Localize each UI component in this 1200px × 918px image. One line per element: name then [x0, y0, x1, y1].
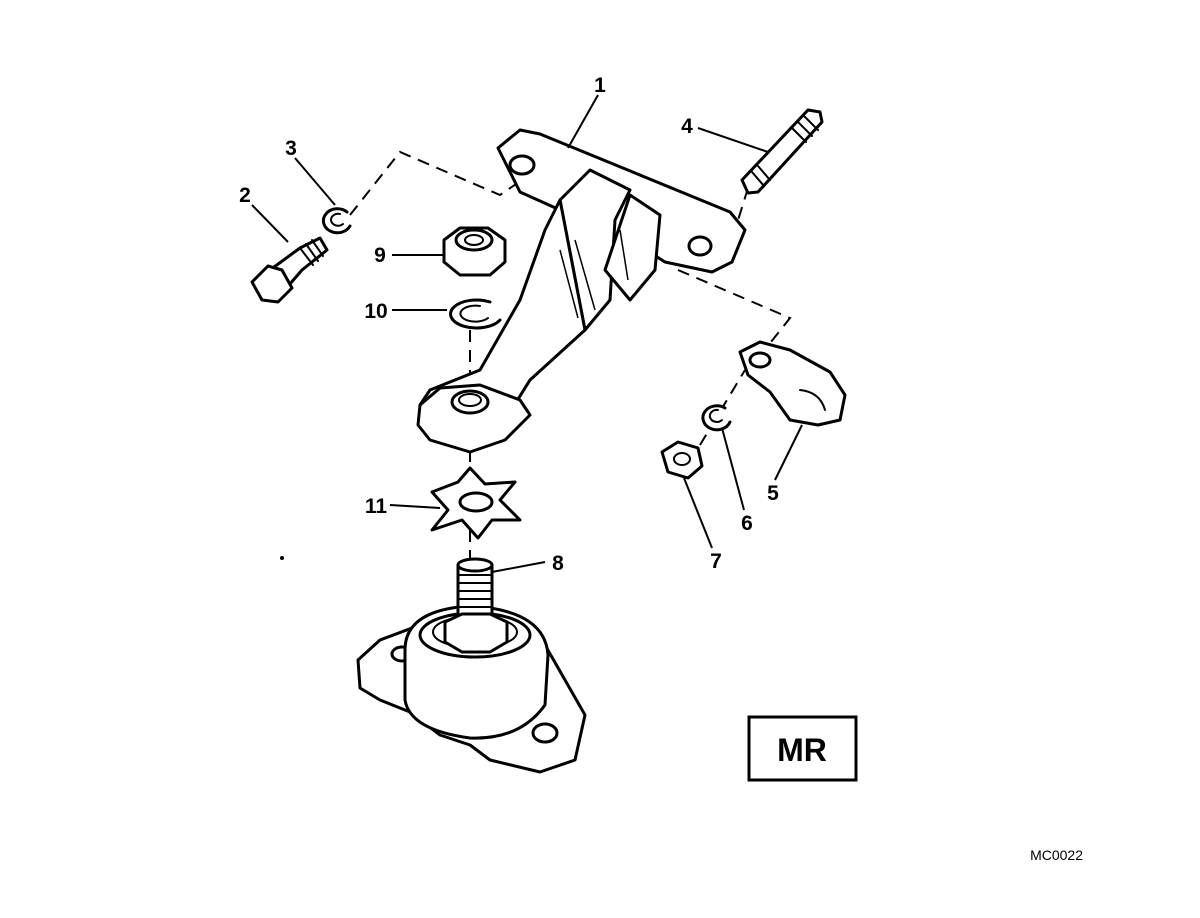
callout-6: 6: [741, 512, 753, 535]
callout-11: 11: [365, 495, 388, 518]
callout-4: 4: [681, 115, 693, 138]
engine-mount: [356, 557, 587, 774]
lock-washer-small: [701, 404, 732, 432]
callout-1: 1: [594, 74, 606, 97]
callout-7: 7: [710, 550, 722, 573]
mr-badge-frame: [747, 715, 858, 782]
callout-8: 8: [552, 552, 564, 575]
callout-9: 9: [374, 244, 386, 267]
hex-nut-small: [660, 440, 704, 480]
bolt: [250, 236, 329, 304]
stud: [740, 108, 824, 195]
stray-dot: [280, 556, 284, 560]
callout-2: 2: [239, 184, 251, 207]
callout-3: 3: [285, 137, 297, 160]
leader-lines: [251, 94, 803, 573]
mr-badge: MR: [747, 715, 858, 782]
tab-washer: [430, 466, 522, 540]
mounting-bracket: [416, 128, 747, 454]
mr-badge-label: MR: [777, 732, 827, 768]
callout-10: 10: [364, 300, 387, 323]
lock-washer: [321, 207, 352, 235]
washer: [449, 298, 502, 330]
cable-clamp: [738, 340, 847, 427]
figure-code: MC0022: [1030, 847, 1083, 863]
hex-nut: [442, 226, 507, 277]
callout-5: 5: [767, 482, 779, 505]
